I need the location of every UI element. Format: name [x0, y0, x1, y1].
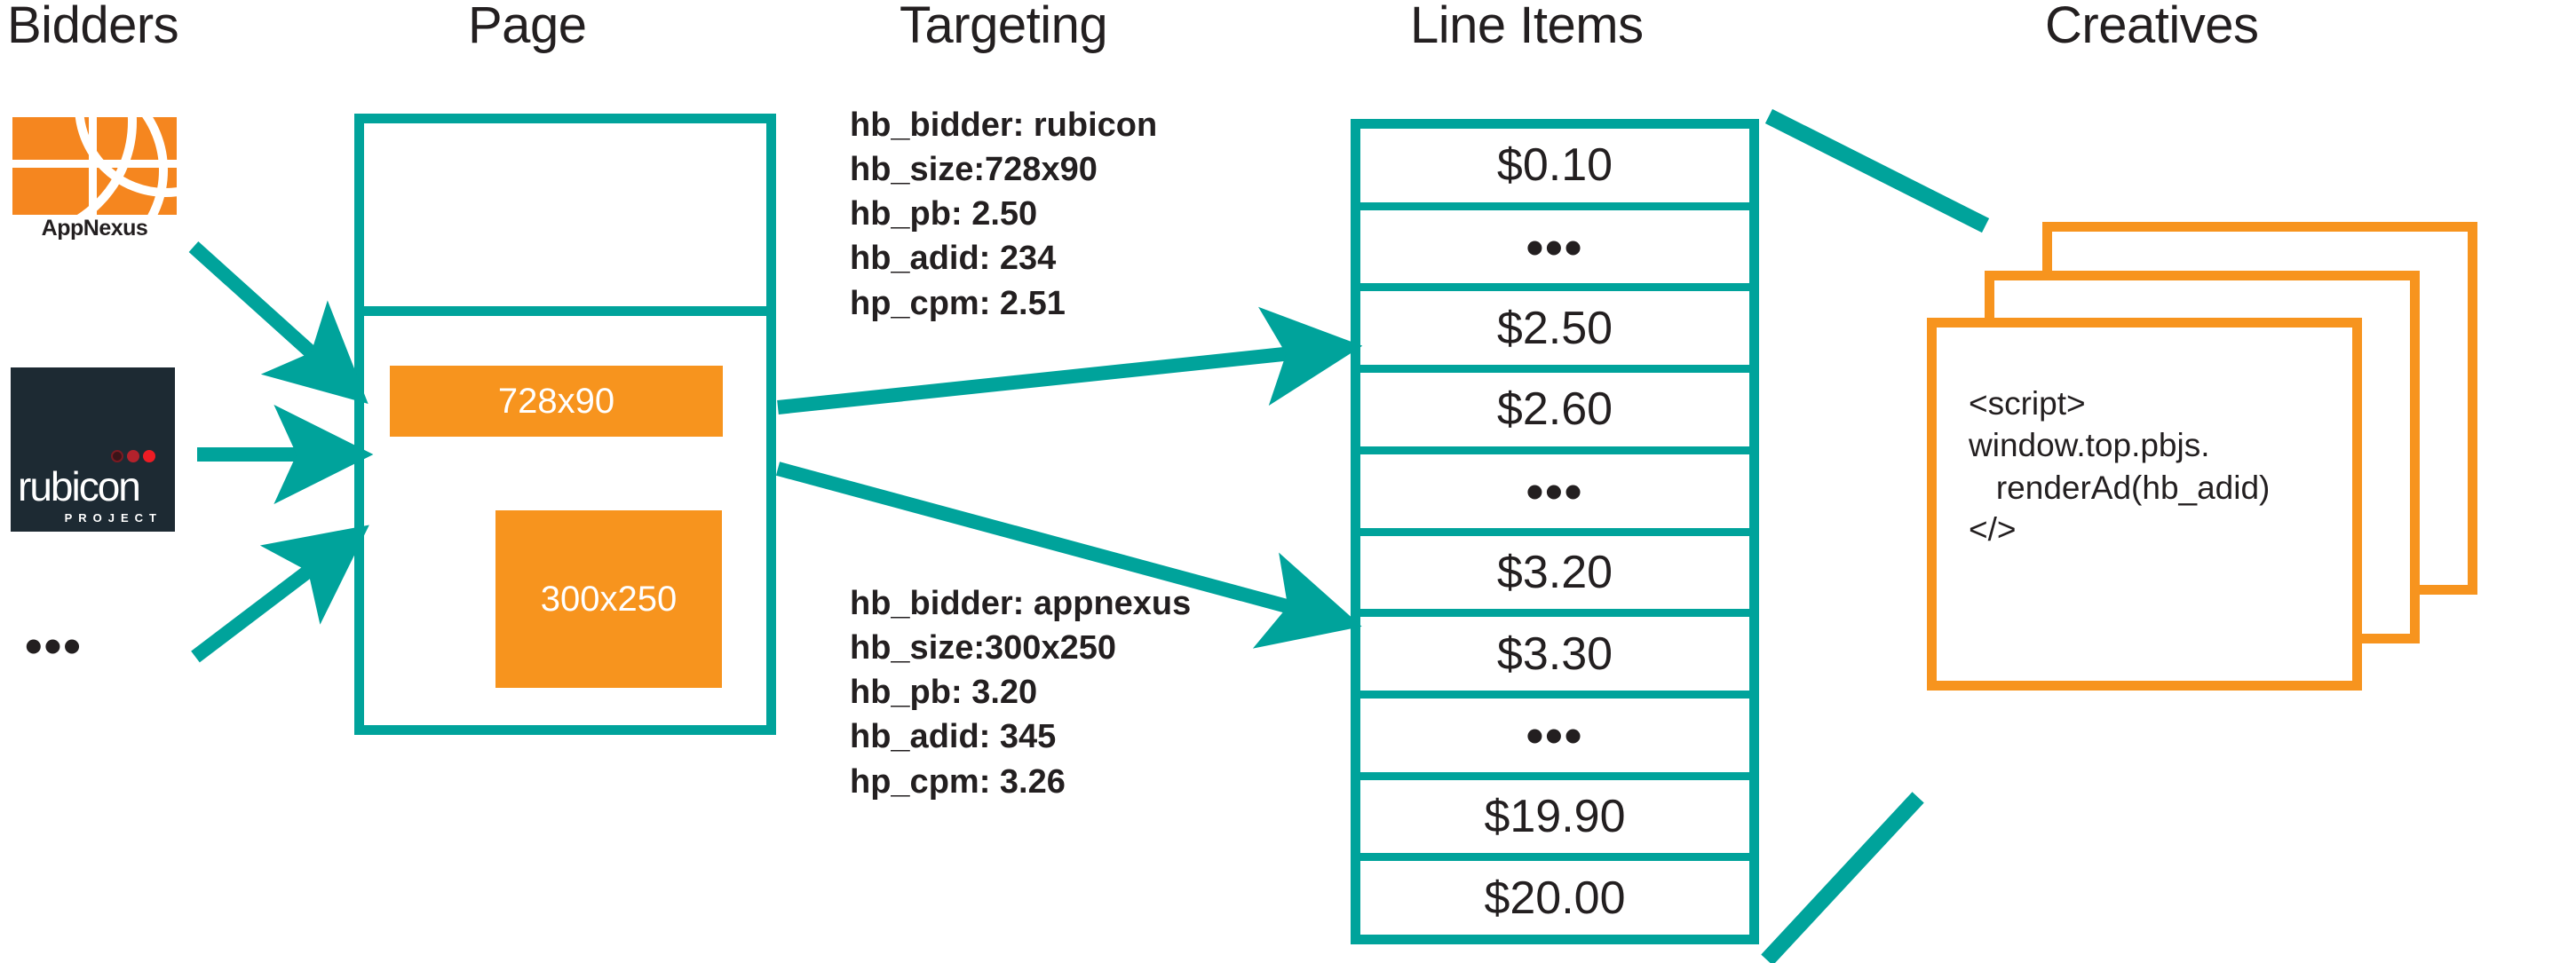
line-item-row: $0.10 — [1360, 129, 1749, 202]
code-line: <script> — [1969, 385, 2086, 422]
line-item-row: ••• — [1360, 698, 1749, 772]
line-item-row: $2.60 — [1360, 373, 1749, 446]
targeting-line: hb_adid: 345 — [850, 718, 1057, 756]
code-line: window.top.pbjs. — [1969, 427, 2210, 464]
creative-code-snippet: <script> window.top.pbjs. renderAd(hb_ad… — [1969, 383, 2350, 550]
ad-slot-mpu: 300x250 — [495, 510, 722, 688]
ad-slot-leaderboard: 728x90 — [390, 366, 723, 437]
targeting-line: hb_size:300x250 — [850, 629, 1116, 667]
line-item-row: ••• — [1360, 454, 1749, 528]
column-header-line-items: Line Items — [1410, 0, 1644, 54]
creative-card-front: <script> window.top.pbjs. renderAd(hb_ad… — [1927, 318, 2362, 691]
rubicon-dots-icon — [107, 450, 166, 464]
page-to-line-items-arrows — [775, 306, 1363, 649]
column-header-targeting: Targeting — [900, 0, 1108, 54]
rubicon-tagline: PROJECT — [64, 511, 162, 525]
line-item-row: $2.50 — [1360, 291, 1749, 366]
line-item-row: $20.00 — [1360, 861, 1749, 935]
rubicon-project-logo: rubicon PROJECT — [11, 367, 175, 532]
line-item-row: ••• — [1360, 209, 1749, 284]
targeting-key-values-rubicon: hb_bidder: rubicon hb_size:728x90 hb_pb:… — [850, 103, 1157, 326]
appnexus-mark-icon — [12, 117, 177, 215]
line-item-row: $3.20 — [1360, 535, 1749, 610]
bidder-to-page-arrows — [188, 241, 374, 663]
creatives-stack: <script> window.top.pbjs. renderAd(hb_ad… — [1927, 222, 2477, 728]
targeting-line: hp_cpm: 2.51 — [850, 284, 1066, 322]
targeting-line: hb_bidder: appnexus — [850, 585, 1192, 622]
targeting-key-values-appnexus: hb_bidder: appnexus hb_size:300x250 hb_p… — [850, 581, 1191, 804]
code-line: </> — [1969, 511, 2017, 549]
targeting-line: hb_size:728x90 — [850, 151, 1098, 189]
page-section-divider — [354, 306, 776, 316]
appnexus-label: AppNexus — [41, 216, 148, 241]
targeting-line: hb_pb: 3.20 — [850, 674, 1038, 712]
column-header-creatives: Creatives — [2045, 0, 2259, 54]
code-line: renderAd(hb_adid) — [1969, 469, 2271, 506]
targeting-line: hb_adid: 234 — [850, 240, 1057, 278]
targeting-line: hb_bidder: rubicon — [850, 107, 1158, 144]
column-header-page: Page — [468, 0, 587, 54]
targeting-line: hp_cpm: 3.26 — [850, 762, 1066, 801]
line-item-row: $3.30 — [1360, 617, 1749, 691]
appnexus-logo: AppNexus — [12, 117, 177, 241]
bidders-more-ellipsis: ••• — [25, 618, 83, 674]
rubicon-wordmark: rubicon — [18, 463, 141, 509]
line-item-row: $19.90 — [1360, 779, 1749, 854]
column-header-bidders: Bidders — [7, 0, 179, 54]
line-items-table: $0.10 ••• $2.50 $2.60 ••• $3.20 $3.30 ••… — [1351, 119, 1759, 944]
targeting-line: hb_pb: 2.50 — [850, 195, 1038, 233]
